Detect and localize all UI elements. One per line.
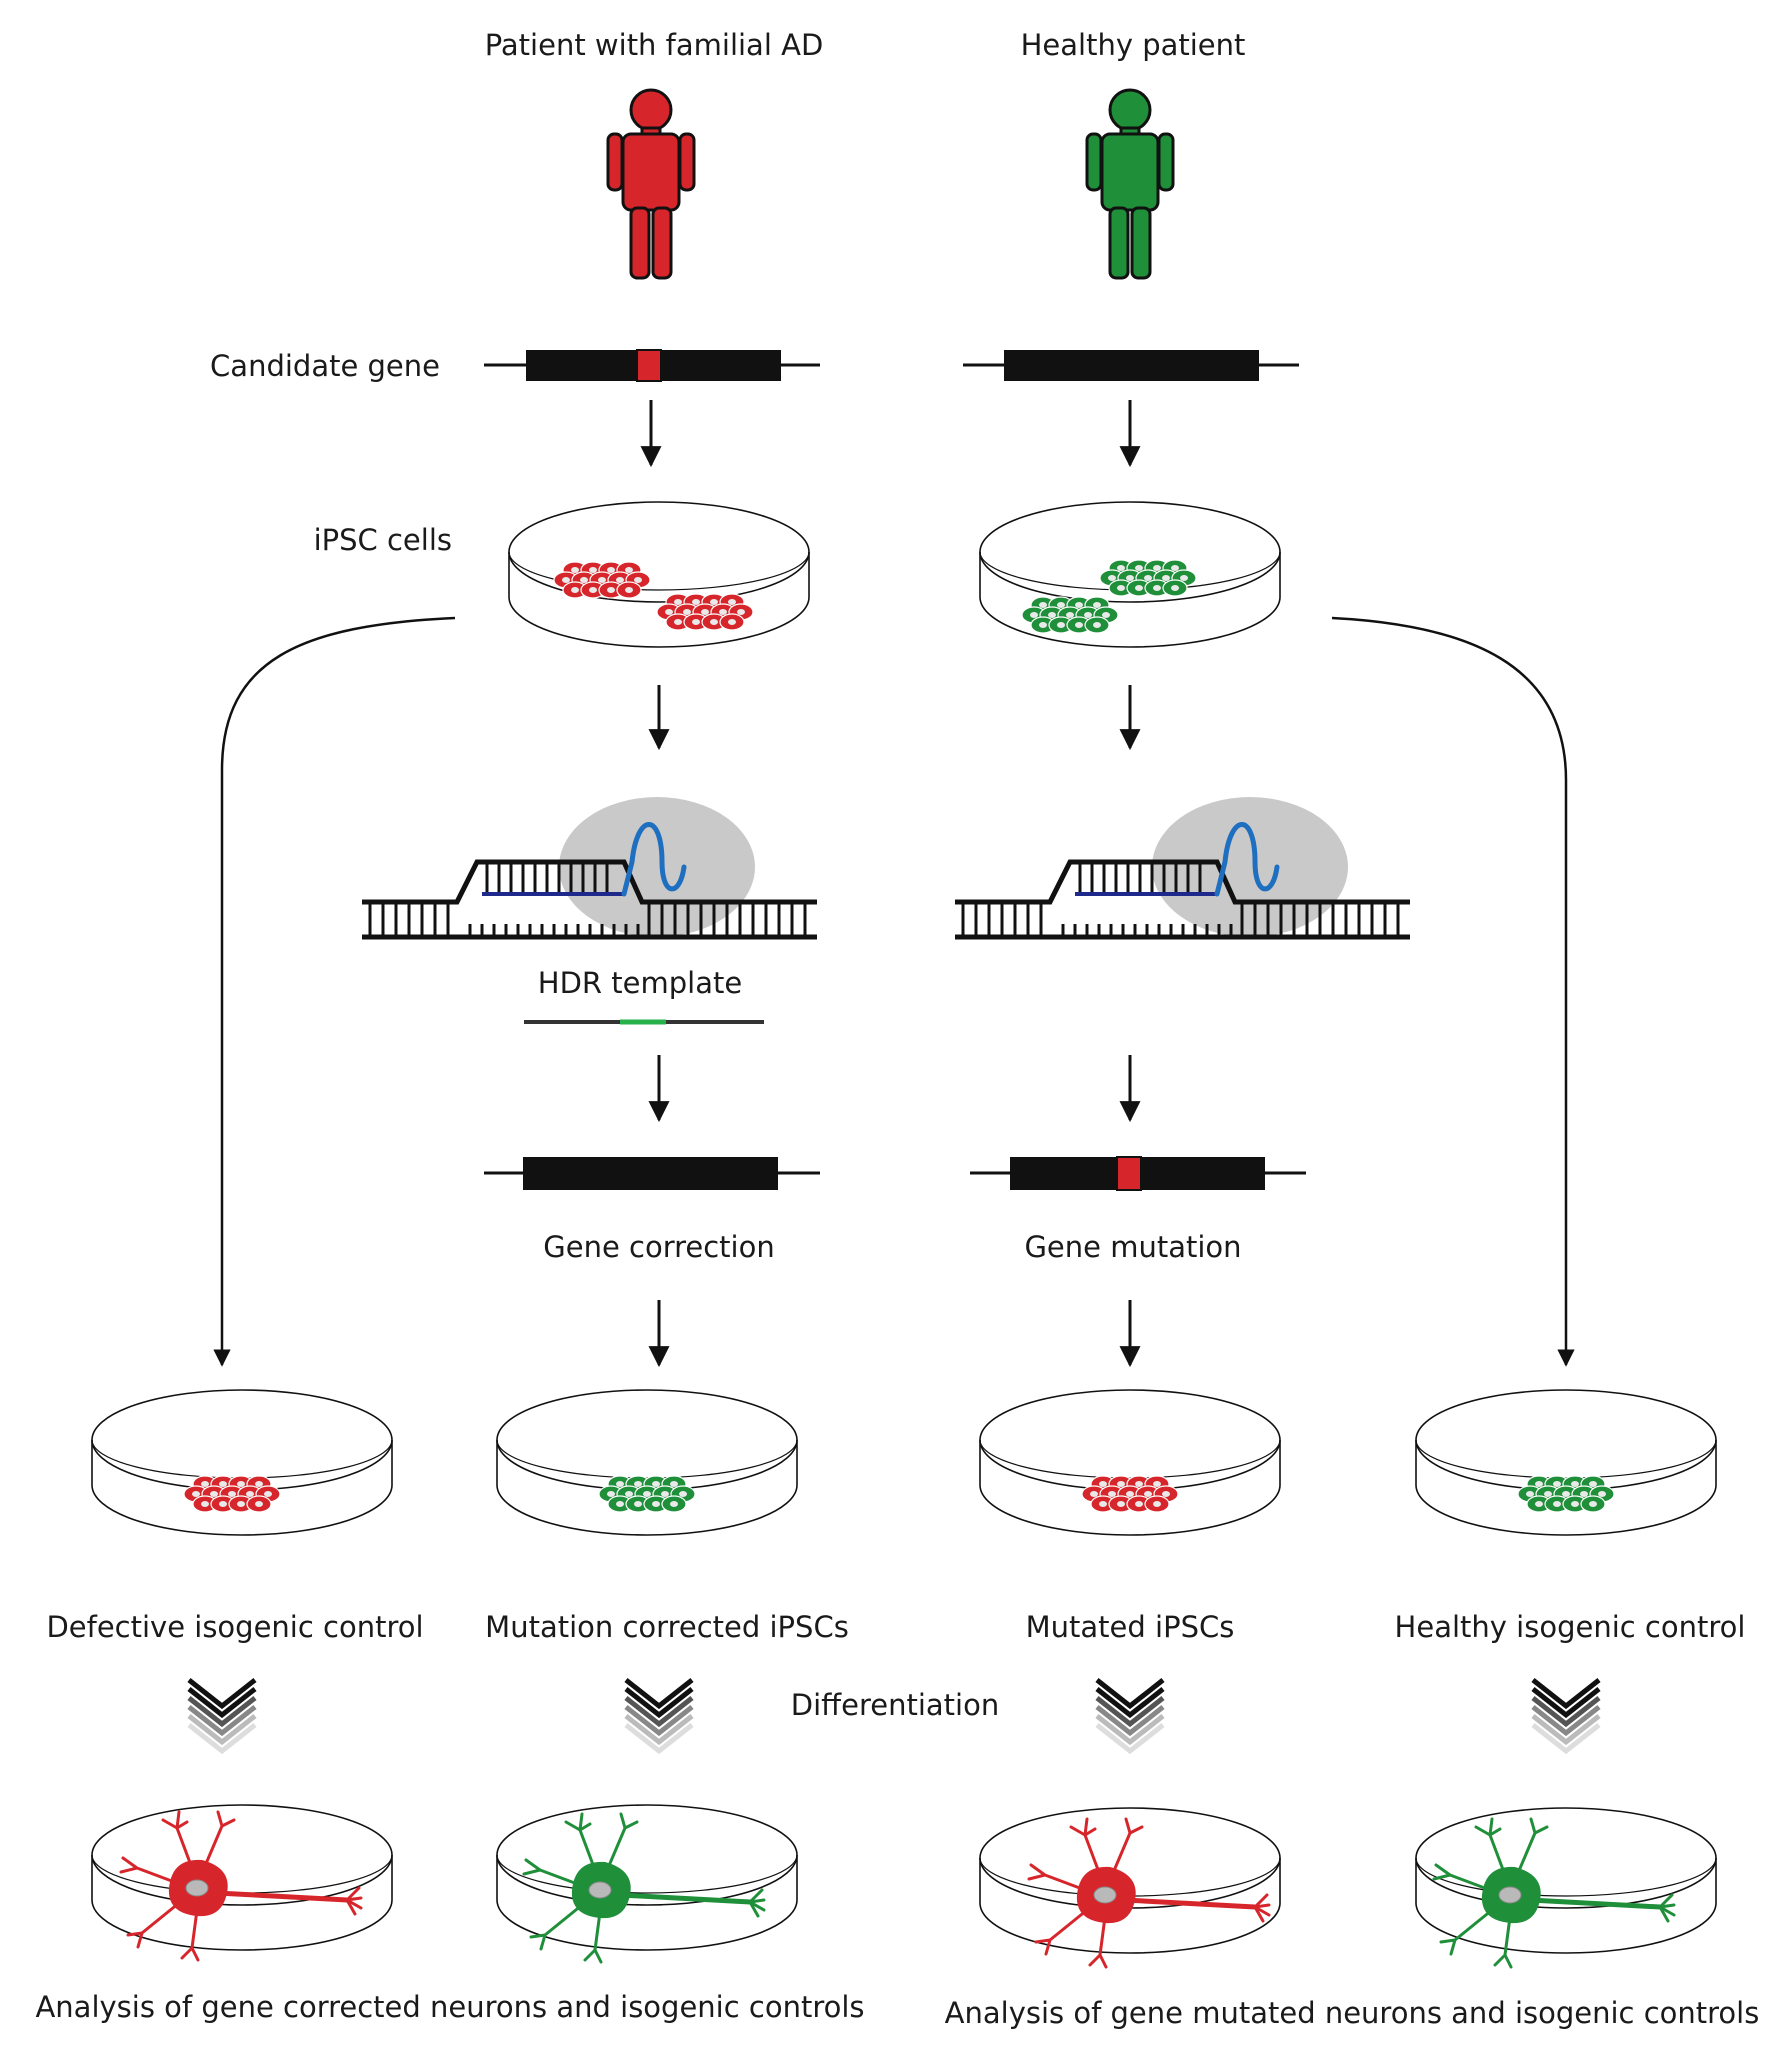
differentiation-chevron-icon	[1095, 1678, 1165, 1755]
hdr-template-label: HDR template	[538, 966, 742, 1000]
healthy-candidate-gene-icon	[963, 350, 1299, 381]
healthy-control-label: Healthy isogenic control	[1395, 1610, 1746, 1644]
healthy-person-icon	[1085, 88, 1175, 280]
mutated-gene-icon	[970, 1156, 1306, 1191]
healthy-cas9-complex-icon	[955, 797, 1410, 940]
ad-cas9-complex-icon	[362, 797, 817, 940]
corrected-gene-icon	[484, 1157, 820, 1190]
analysis-mutated-label: Analysis of gene mutated neurons and iso…	[945, 1996, 1760, 2030]
arrow-to-defective-control	[213, 616, 456, 1367]
healthy-control-petri-dish-icon	[1415, 1389, 1717, 1536]
mutated-ipscs-label: Mutated iPSCs	[1026, 1610, 1235, 1644]
ad-candidate-gene-icon	[484, 349, 820, 382]
patient-ad-person-icon	[606, 88, 696, 280]
corrected-neuron-petri-dish-icon	[496, 1804, 798, 1964]
mutation-site-marker	[636, 349, 662, 382]
mutated-neuron-petri-dish-icon	[979, 1807, 1281, 1969]
differentiation-label: Differentiation	[791, 1688, 999, 1722]
arrow-to-healthy-control	[1331, 616, 1575, 1367]
ipsc-cells-label: iPSC cells	[314, 523, 452, 557]
differentiation-chevron-icon	[624, 1678, 694, 1755]
healthy-neuron-petri-dish-icon	[1415, 1807, 1717, 1969]
defective-control-label: Defective isogenic control	[46, 1610, 423, 1644]
gene-mutation-label: Gene mutation	[1024, 1230, 1241, 1264]
patient-ad-title: Patient with familial AD	[485, 28, 824, 62]
healthy-patient-title: Healthy patient	[1021, 28, 1246, 62]
corrected-ipsc-petri-dish-icon	[496, 1389, 798, 1536]
gene-correction-label: Gene correction	[543, 1230, 774, 1264]
differentiation-chevron-icon	[187, 1678, 257, 1755]
mutation-site-marker	[1116, 1156, 1142, 1191]
candidate-gene-label: Candidate gene	[210, 349, 440, 383]
analysis-corrected-label: Analysis of gene corrected neurons and i…	[35, 1990, 864, 2024]
defective-control-petri-dish-icon	[91, 1389, 393, 1536]
differentiation-chevron-icon	[1531, 1678, 1601, 1755]
ad-ipsc-petri-dish-icon	[508, 501, 810, 648]
mutated-ipsc-petri-dish-icon	[979, 1389, 1281, 1536]
healthy-ipsc-petri-dish-icon	[979, 501, 1281, 648]
mutation-corrected-label: Mutation corrected iPSCs	[485, 1610, 849, 1644]
defective-neuron-petri-dish-icon	[91, 1804, 393, 1962]
